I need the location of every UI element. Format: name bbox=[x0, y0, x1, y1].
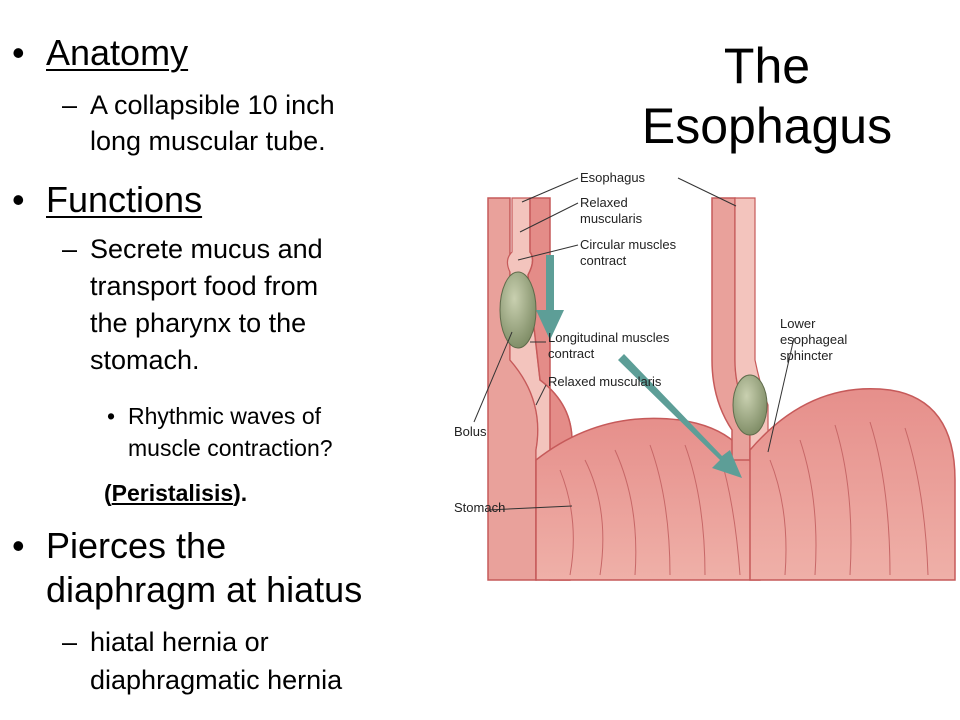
bullet-mark: • bbox=[107, 403, 116, 429]
label-lower-1: Lower bbox=[780, 316, 816, 331]
leader-lines bbox=[473, 177, 795, 511]
motion-arrow-icon bbox=[618, 354, 742, 478]
peristalsis-term: Peristalisis bbox=[111, 480, 234, 506]
label-esophagus: Esophagus bbox=[580, 170, 646, 185]
label-relaxed-1: Relaxed bbox=[580, 195, 628, 210]
label-lower-2: esophageal bbox=[780, 332, 847, 347]
right-stomach bbox=[749, 388, 956, 581]
label-stomach: Stomach bbox=[454, 500, 505, 515]
label-longitudinal-2: contract bbox=[548, 346, 595, 361]
heading-hiatus-2: diaphragm at hiatus bbox=[46, 569, 363, 610]
heading-anatomy: Anatomy bbox=[46, 32, 189, 73]
right-bolus-shape bbox=[732, 374, 768, 436]
bullet-mark: • bbox=[12, 32, 25, 73]
dash-mark: – bbox=[62, 90, 78, 120]
left-stomach bbox=[535, 417, 761, 581]
label-longitudinal-1: Longitudinal muscles bbox=[548, 330, 670, 345]
heading-functions: Functions bbox=[46, 179, 203, 220]
dash-mark: – bbox=[62, 234, 78, 264]
peristalsis-note: (Peristalisis). bbox=[104, 480, 248, 506]
right-esophagus bbox=[711, 197, 769, 461]
label-lower-3: sphincter bbox=[780, 348, 833, 363]
label-relaxed-2: muscularis bbox=[580, 211, 643, 226]
peristalsis-arrow-icon bbox=[536, 255, 564, 340]
right-stomach-folds bbox=[769, 421, 929, 576]
label-circular-2: contract bbox=[580, 253, 627, 268]
esophagus-diagram: Esophagus Relaxed muscularis Circular mu… bbox=[454, 170, 956, 581]
label-circular-1: Circular muscles bbox=[580, 237, 677, 252]
label-relaxed-muscularis: Relaxed muscularis bbox=[548, 374, 662, 389]
bullet-mark: • bbox=[12, 179, 25, 220]
title-line-2: Esophagus bbox=[641, 98, 893, 154]
heading-hiatus-1: Pierces the bbox=[46, 525, 227, 566]
dash-mark: – bbox=[62, 627, 78, 657]
title-line-1: The bbox=[723, 38, 811, 94]
bullet-mark: • bbox=[12, 525, 25, 566]
label-bolus: Bolus bbox=[454, 424, 487, 439]
bolus-shape bbox=[499, 271, 537, 349]
slide-title: The Esophagus bbox=[612, 36, 922, 156]
left-stomach-folds bbox=[559, 444, 741, 576]
